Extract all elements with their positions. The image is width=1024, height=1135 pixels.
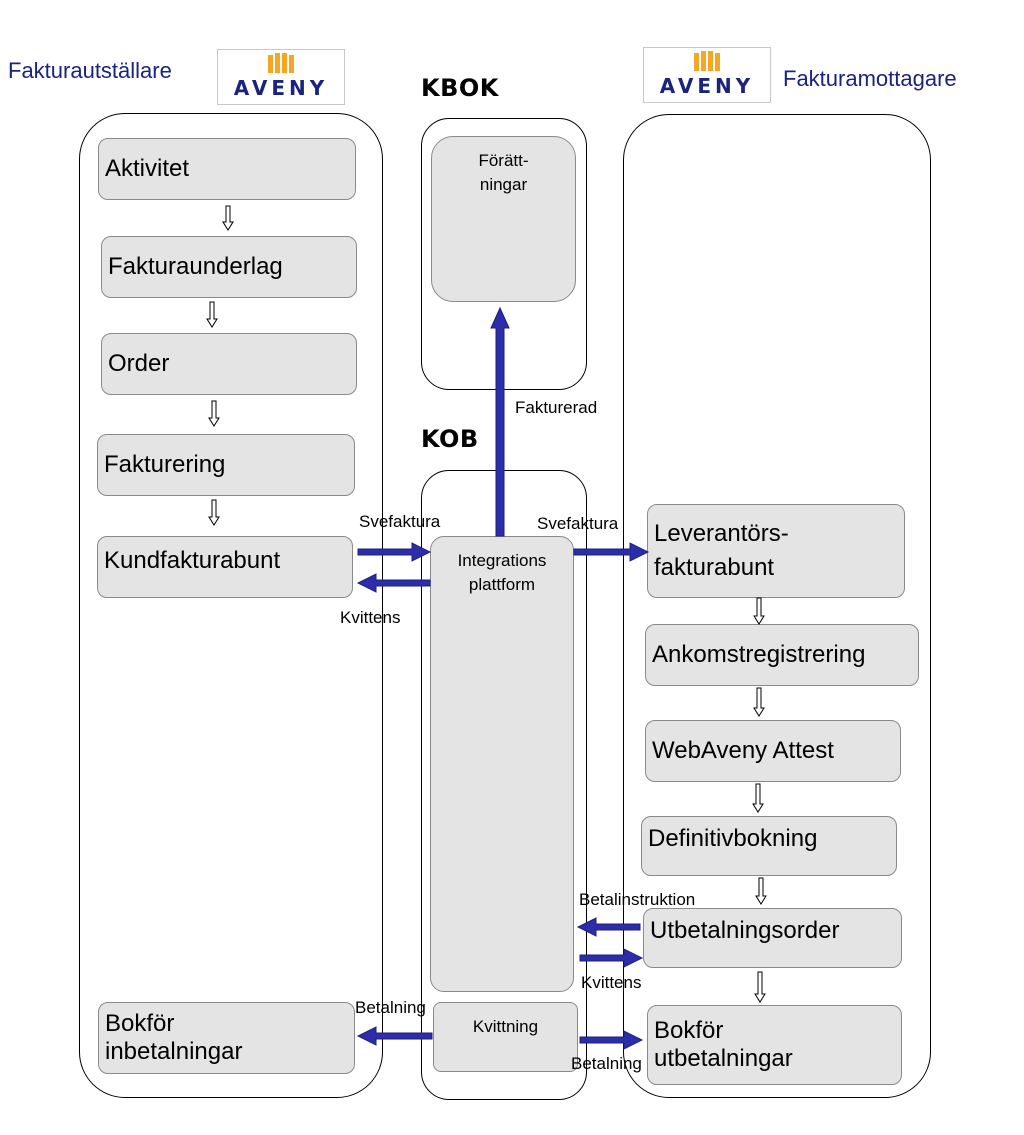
platform-label-line1: Integrations <box>457 551 547 570</box>
label-betalinstruktion: Betalinstruktion <box>579 890 696 909</box>
label-kvittens-right: Kvittens <box>581 973 642 992</box>
label-betalning-right: Betalning <box>571 1054 642 1073</box>
kob-heading: KOB <box>421 425 479 453</box>
step-bokfor-inbetalningar: Bokför inbetalningar <box>98 1002 355 1074</box>
step-label-line2: inbetalningar <box>105 1038 243 1065</box>
label-fakturerad: Fakturerad <box>515 398 598 417</box>
step-label: Ankomstregistrering <box>652 641 866 668</box>
down-arrow-icon <box>222 205 234 231</box>
down-arrow-icon <box>208 499 220 526</box>
issuer-title: Fakturautställare <box>8 58 172 83</box>
down-arrow-icon <box>208 400 220 427</box>
step-fakturering: Fakturering <box>97 434 355 496</box>
step-definitivbokning: Definitivbokning <box>641 816 897 876</box>
label-svefaktura-left: Svefaktura <box>359 512 441 531</box>
step-label: Order <box>108 350 170 377</box>
step-kundfakturabunt: Kundfakturabunt <box>97 536 353 598</box>
aveny-logo-issuer: AVENY <box>217 49 345 105</box>
kvittning-label: Kvittning <box>472 1017 539 1036</box>
platform-label-line2: plattform <box>468 575 536 594</box>
kbok-heading: KBOK <box>421 74 499 102</box>
step-label-line2: utbetalningar <box>654 1045 793 1072</box>
step-bokfor-utbetalningar: Bokför utbetalningar <box>647 1005 902 1085</box>
step-fakturaunderlag: Fakturaunderlag <box>101 236 357 298</box>
arrow-betalning-out <box>356 1026 433 1046</box>
down-arrow-icon <box>752 783 764 813</box>
arrow-kvittens-out <box>356 573 431 593</box>
arrow-fakturerad <box>490 306 510 537</box>
forattningar-box: Förätt- ningar <box>431 136 576 302</box>
down-arrow-icon <box>754 971 766 1003</box>
step-label-line1: Leverantörs- <box>654 520 789 547</box>
step-label: Fakturaunderlag <box>108 253 283 280</box>
step-utbetalningsorder: Utbetalningsorder <box>643 908 902 968</box>
kvittning-box: Kvittning <box>433 1002 578 1072</box>
logo-text: AVENY <box>659 74 755 98</box>
forattningar-label-line1: Förätt- <box>478 151 529 170</box>
down-arrow-icon <box>753 597 765 625</box>
aveny-mark-icon <box>268 53 294 73</box>
step-label: WebAveny Attest <box>652 737 834 764</box>
step-webaveny-attest: WebAveny Attest <box>645 720 901 782</box>
step-aktivitet: Aktivitet <box>98 138 356 200</box>
aveny-mark-icon <box>694 51 720 71</box>
label-betalning-left: Betalning <box>355 998 426 1017</box>
arrow-betalinstruktion <box>576 917 641 937</box>
step-ankomstregistrering: Ankomstregistrering <box>645 624 919 686</box>
arrow-kvittens-in <box>579 948 644 968</box>
integrationsplattform-box: Integrations plattform <box>430 536 574 992</box>
step-label: Fakturering <box>104 451 226 478</box>
step-label-line1: Bokför <box>105 1010 175 1037</box>
arrow-betalning-in <box>579 1030 644 1050</box>
logo-text: AVENY <box>233 76 329 100</box>
down-arrow-icon <box>753 687 765 717</box>
step-label: Utbetalningsorder <box>650 917 840 944</box>
step-label-line2: fakturabunt <box>654 554 775 581</box>
receiver-title: Fakturamottagare <box>783 66 957 91</box>
aveny-logo-receiver: AVENY <box>643 47 771 103</box>
step-label: Aktivitet <box>105 155 190 182</box>
step-order: Order <box>101 333 357 395</box>
forattningar-label-line2: ningar <box>479 175 528 194</box>
down-arrow-icon <box>755 877 767 905</box>
label-svefaktura-right: Svefaktura <box>537 514 619 533</box>
step-label: Kundfakturabunt <box>104 547 281 574</box>
arrow-svefaktura-in <box>357 542 432 562</box>
step-label: Definitivbokning <box>648 825 818 852</box>
label-kvittens-left: Kvittens <box>340 608 401 627</box>
down-arrow-icon <box>206 301 218 328</box>
step-label-line1: Bokför <box>654 1017 724 1044</box>
step-leverantorsfakturabunt: Leverantörs- fakturabunt <box>647 504 905 598</box>
arrow-svefaktura-out <box>573 542 650 562</box>
